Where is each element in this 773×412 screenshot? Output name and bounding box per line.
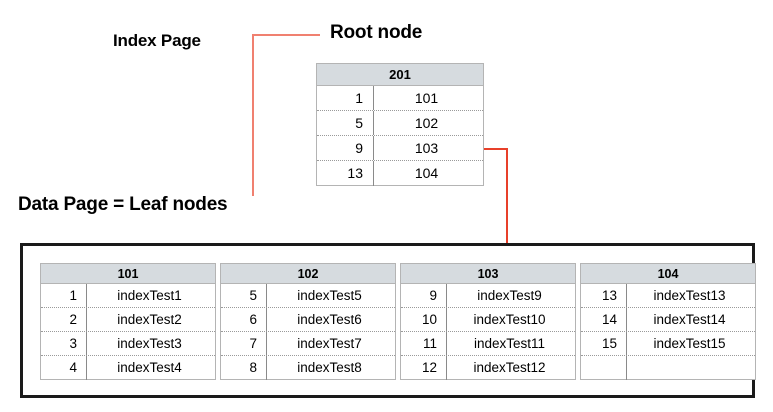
leaf-node-table: 102 5 indexTest5 6 indexTest6 7 indexTes… — [220, 263, 396, 380]
cell-value: 102 — [373, 111, 483, 135]
cell-value: indexTest2 — [86, 308, 215, 331]
table-row: 11 indexTest11 — [401, 332, 575, 356]
cell-value: 104 — [373, 161, 483, 186]
table-row-empty — [581, 356, 755, 380]
root-node-table: 201 1 101 5 102 9 103 13 104 — [316, 63, 484, 186]
cell-key: 7 — [249, 336, 257, 351]
cell-value: indexTest14 — [626, 308, 755, 331]
root-node-page-id: 201 — [317, 64, 483, 86]
cell-key — [581, 356, 626, 380]
index-page-connector-vertical — [252, 34, 254, 196]
cell-key: 1 — [355, 90, 363, 106]
cell-value: indexTest11 — [446, 332, 575, 355]
cell-key: 11 — [422, 336, 437, 351]
cell-value: indexTest7 — [266, 332, 395, 355]
cell-value: indexTest1 — [86, 284, 215, 307]
cell-key: 12 — [421, 360, 437, 375]
cell-key: 14 — [601, 312, 617, 327]
cell-value: indexTest12 — [446, 356, 575, 380]
cell-value — [626, 356, 755, 380]
cell-key: 13 — [347, 165, 363, 181]
table-row: 9 indexTest9 — [401, 284, 575, 308]
leaf-node-table: 104 13 indexTest13 14 indexTest14 15 ind… — [580, 263, 756, 380]
cell-key: 9 — [429, 288, 437, 303]
table-row: 1 indexTest1 — [41, 284, 215, 308]
cell-value: 101 — [373, 86, 483, 110]
leaf-node-table: 103 9 indexTest9 10 indexTest10 11 index… — [400, 263, 576, 380]
cell-key: 4 — [69, 360, 77, 375]
cell-value: indexTest15 — [626, 332, 755, 355]
cell-key: 15 — [601, 336, 617, 351]
leaf-node-page-id: 104 — [581, 264, 755, 284]
cell-value: indexTest5 — [266, 284, 395, 307]
leaf-node-page-id: 103 — [401, 264, 575, 284]
cell-value: indexTest6 — [266, 308, 395, 331]
leaf-node-page-id: 102 — [221, 264, 395, 284]
cell-value: indexTest13 — [626, 284, 755, 307]
cell-value: indexTest3 — [86, 332, 215, 355]
table-row: 14 indexTest14 — [581, 308, 755, 332]
table-row: 13 indexTest13 — [581, 284, 755, 308]
cell-key: 2 — [69, 312, 77, 327]
table-row: 15 indexTest15 — [581, 332, 755, 356]
cell-value: 103 — [373, 136, 483, 160]
table-row: 6 indexTest6 — [221, 308, 395, 332]
cell-key: 5 — [355, 115, 363, 131]
table-row: 2 indexTest2 — [41, 308, 215, 332]
table-row: 10 indexTest10 — [401, 308, 575, 332]
cell-key: 13 — [601, 288, 617, 303]
cell-key: 8 — [249, 360, 257, 375]
table-row: 12 indexTest12 — [401, 356, 575, 380]
cell-value: indexTest9 — [446, 284, 575, 307]
leaf-node-page-id: 101 — [41, 264, 215, 284]
table-row: 1 101 — [317, 86, 483, 111]
cell-value: indexTest4 — [86, 356, 215, 380]
label-data-page: Data Page = Leaf nodes — [18, 194, 228, 215]
table-row: 8 indexTest8 — [221, 356, 395, 380]
table-row: 9 103 — [317, 136, 483, 161]
cell-key: 6 — [249, 312, 257, 327]
table-row: 4 indexTest4 — [41, 356, 215, 380]
table-row: 5 102 — [317, 111, 483, 136]
cell-key: 3 — [69, 336, 77, 351]
label-index-page: Index Page — [113, 31, 201, 50]
cell-key: 9 — [355, 140, 363, 156]
index-page-connector-horizontal — [252, 34, 320, 36]
cell-key: 5 — [249, 288, 257, 303]
table-row: 5 indexTest5 — [221, 284, 395, 308]
table-row: 7 indexTest7 — [221, 332, 395, 356]
table-row: 3 indexTest3 — [41, 332, 215, 356]
cell-value: indexTest8 — [266, 356, 395, 380]
root-to-leaf-connector-horizontal — [484, 148, 508, 150]
root-to-leaf-connector-vertical — [506, 148, 508, 253]
cell-key: 10 — [421, 312, 437, 327]
cell-key: 1 — [69, 288, 77, 303]
cell-value: indexTest10 — [446, 308, 575, 331]
label-root-node: Root node — [330, 22, 423, 43]
leaf-node-table: 101 1 indexTest1 2 indexTest2 3 indexTes… — [40, 263, 216, 380]
table-row: 13 104 — [317, 161, 483, 186]
